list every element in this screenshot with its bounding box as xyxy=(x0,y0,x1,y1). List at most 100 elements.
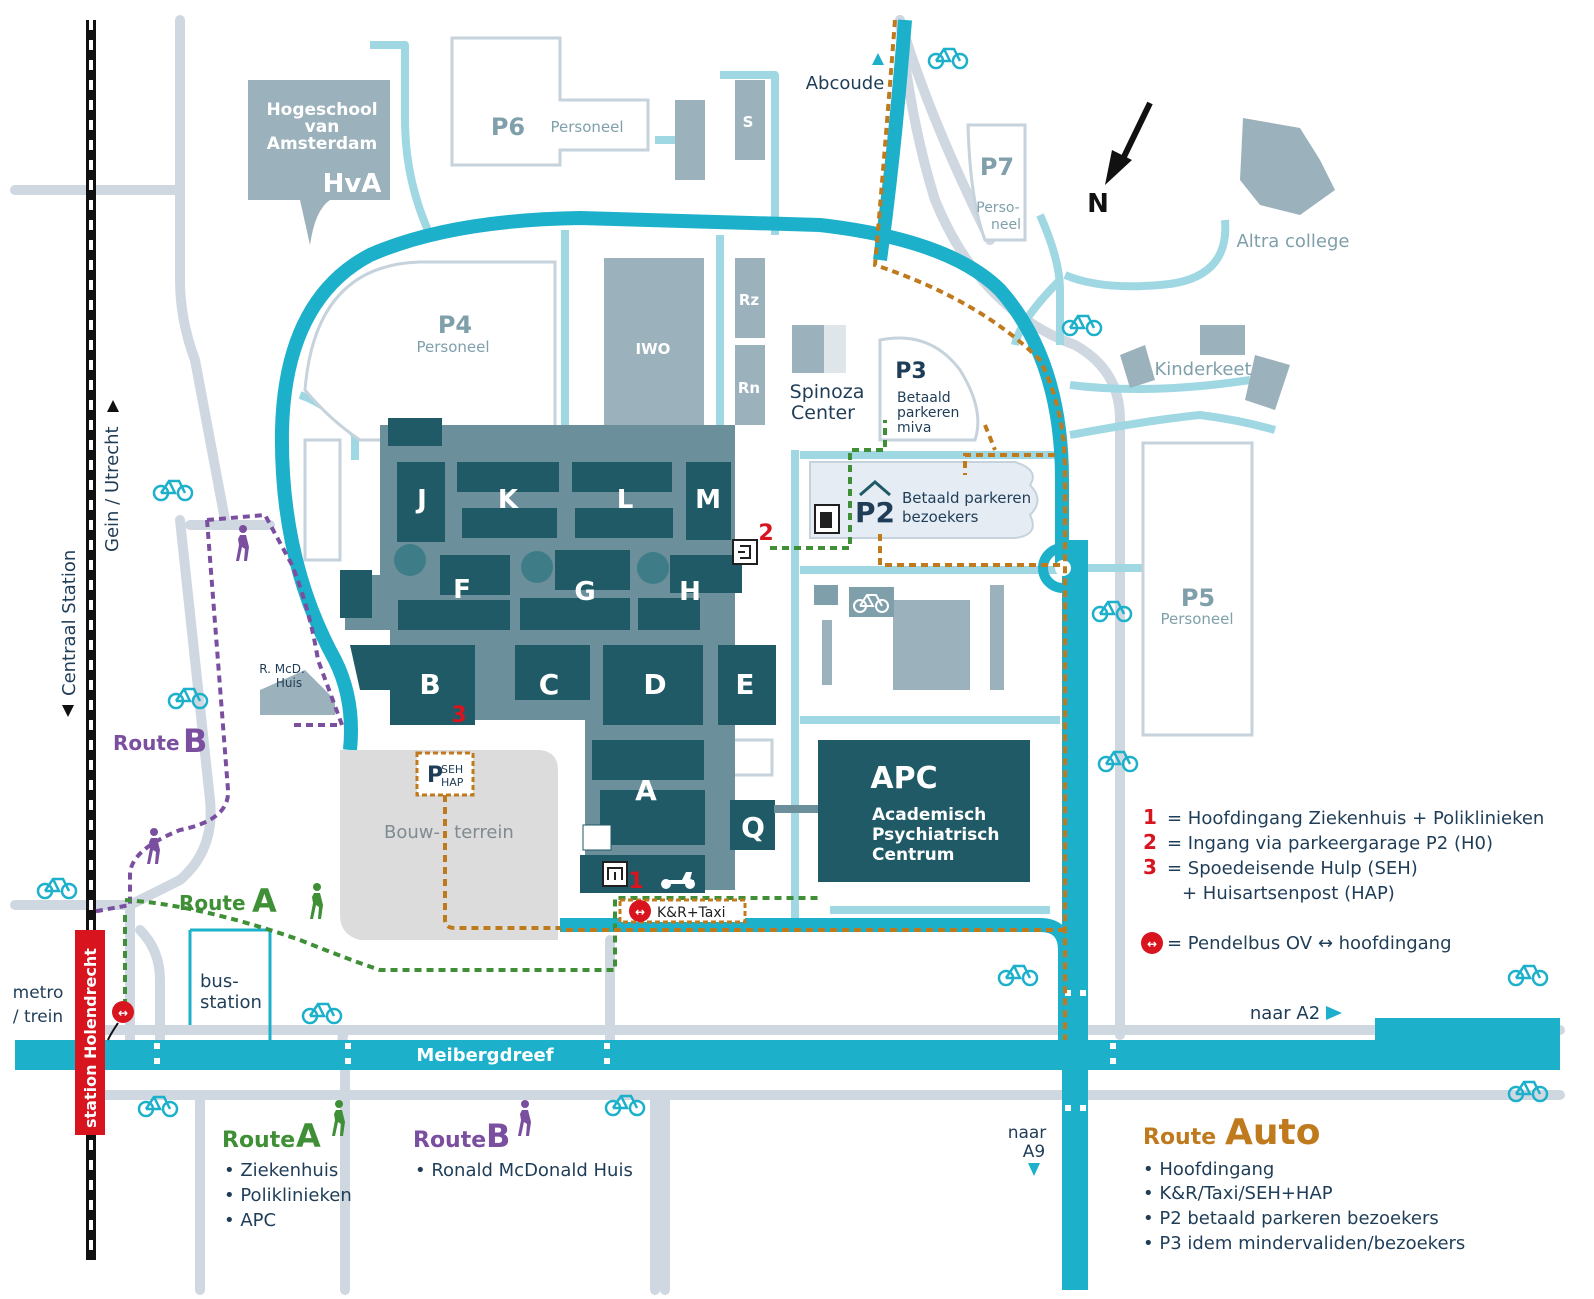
railway xyxy=(86,20,96,1260)
construction-site xyxy=(340,750,558,940)
bike-icon xyxy=(997,964,1039,987)
north-arrow-icon xyxy=(1105,101,1153,185)
marker-1: 1 xyxy=(628,869,643,894)
building-g: G xyxy=(574,577,595,607)
route-b-letter: B xyxy=(183,722,207,760)
buildings-light xyxy=(248,80,1335,715)
route-a-letter: A xyxy=(252,882,277,920)
legend-route-a-item-1: • Ziekenhuis xyxy=(224,1160,338,1181)
map-legend: 1 = Hoofdingang Ziekenhuis + Polikliniek… xyxy=(1143,805,1544,954)
spinoza-1: Spinoza xyxy=(790,381,865,403)
route-b-path xyxy=(91,512,345,914)
hva-line-2: van xyxy=(305,117,340,137)
legend-text-3: = Spoedeisende Hulp (SEH) xyxy=(1167,858,1418,879)
marker-2: 2 xyxy=(758,521,773,546)
bus-1: bus- xyxy=(200,971,239,992)
hospital-complex xyxy=(340,418,822,893)
triangle-right-icon xyxy=(1326,1006,1342,1020)
bike-icon xyxy=(1507,964,1549,987)
building-d: D xyxy=(643,668,666,701)
spinoza-2: Center xyxy=(791,402,855,424)
metro-1: metro xyxy=(13,983,64,1003)
walk-icon xyxy=(332,1100,345,1136)
legend-route-a-letter: A xyxy=(296,1117,321,1155)
apc-line-2: Psychiatrisch xyxy=(872,825,999,845)
legend-auto-item-3: • P2 betaald parkeren bezoekers xyxy=(1143,1208,1439,1229)
rz-label: Rz xyxy=(739,291,760,309)
iwo-label: IWO xyxy=(636,340,671,358)
gein-utrecht-label: Gein / Utrecht xyxy=(102,426,123,552)
station-holendrecht-box xyxy=(75,930,105,1135)
altra-label: Altra college xyxy=(1236,231,1349,252)
legend-text-1: = Hoofdingang Ziekenhuis + Poliklinieken xyxy=(1167,808,1544,829)
naar-a2-label: naar A2 xyxy=(1250,1003,1320,1024)
shuttle-marker-station xyxy=(112,1001,134,1023)
p3-sub-2: parkeren xyxy=(897,405,959,421)
s-label: S xyxy=(743,113,754,131)
legend-auto-title: Route xyxy=(1143,1125,1216,1150)
naar-a9-2: A9 xyxy=(1023,1142,1045,1162)
walking-person-icons xyxy=(147,525,531,1136)
triangle-down-icon xyxy=(62,705,74,717)
legend-route-a-item-3: • APC xyxy=(224,1210,276,1231)
minor-roads xyxy=(10,15,1565,1295)
legend-route-b-item-1: • Ronald McDonald Huis xyxy=(415,1160,633,1181)
bike-icon xyxy=(927,47,969,70)
bike-icon xyxy=(301,1002,343,1025)
p2-sub-1: Betaald parkeren xyxy=(902,489,1031,507)
route-a-label: Route xyxy=(179,891,246,915)
apc-line-3: Centrum xyxy=(872,845,954,865)
kinderkeet-label: Kinderkeet xyxy=(1154,359,1251,380)
bike-parking-icons xyxy=(582,585,894,851)
centraal-station-label: Centraal Station xyxy=(59,550,80,696)
icons xyxy=(36,47,1549,1118)
bike-icon xyxy=(137,1095,179,1118)
p2-roof-icon xyxy=(859,480,891,497)
rail-direction-triangles xyxy=(62,400,119,717)
naar-a9-1: naar xyxy=(1008,1123,1047,1143)
p2-label: P2 xyxy=(855,496,895,529)
bouw-1: Bouw- xyxy=(384,822,440,843)
triangle-up-icon xyxy=(872,53,884,65)
apc-label: APC xyxy=(870,761,937,796)
station-holendrecht-label: station Holendrecht xyxy=(81,948,100,1128)
kr-taxi-box xyxy=(618,898,747,924)
building-f: F xyxy=(453,575,471,605)
bike-icon xyxy=(1507,1080,1549,1103)
triangle-up-icon xyxy=(107,400,119,412)
building-b: B xyxy=(419,668,440,701)
legend-num-2: 2 xyxy=(1143,830,1157,854)
p3-sub-3: miva xyxy=(897,420,931,436)
legend-route-b-letter: B xyxy=(486,1117,510,1155)
building-h: H xyxy=(679,577,701,607)
bike-icon xyxy=(152,479,194,502)
labels: Hogeschool van Amsterdam HvA P6 Personee… xyxy=(13,73,1350,1162)
bike-icon xyxy=(1061,314,1103,337)
shuttle-marker-kr xyxy=(629,900,651,922)
building-a: A xyxy=(635,774,657,807)
entrance-icons xyxy=(602,504,840,889)
legend-text-2: = Ingang via parkeergarage P2 (H0) xyxy=(1167,833,1493,854)
building-m: M xyxy=(695,485,721,515)
p3-label: P3 xyxy=(895,359,926,384)
bus-2: station xyxy=(200,992,262,1013)
p-seh-1: SEH xyxy=(441,763,463,776)
legend-route-a-title: Route xyxy=(222,1128,295,1153)
road-a2-ramp xyxy=(1375,1018,1560,1048)
direction-triangles xyxy=(872,53,1342,1176)
walking-person-icons-green xyxy=(310,883,345,1136)
rmcd-1: R. McD. xyxy=(259,662,305,676)
legend-auto-item-4: • P3 idem mindervaliden/bezoekers xyxy=(1143,1233,1465,1254)
route-legend: Route A • Ziekenhuis • Poliklinieken • A… xyxy=(222,1112,1465,1254)
abcoude-label: Abcoude xyxy=(806,73,885,94)
route-b-label: Route xyxy=(113,731,180,755)
building-l: L xyxy=(617,485,634,515)
walk-icon xyxy=(310,883,323,919)
bike-icon xyxy=(604,1094,646,1117)
p7-sub-2: neel xyxy=(991,217,1021,233)
p6-sub: Personeel xyxy=(550,118,623,136)
crosswalks xyxy=(154,990,1116,1111)
scooter-icon xyxy=(661,872,695,889)
building-c: C xyxy=(539,668,560,701)
